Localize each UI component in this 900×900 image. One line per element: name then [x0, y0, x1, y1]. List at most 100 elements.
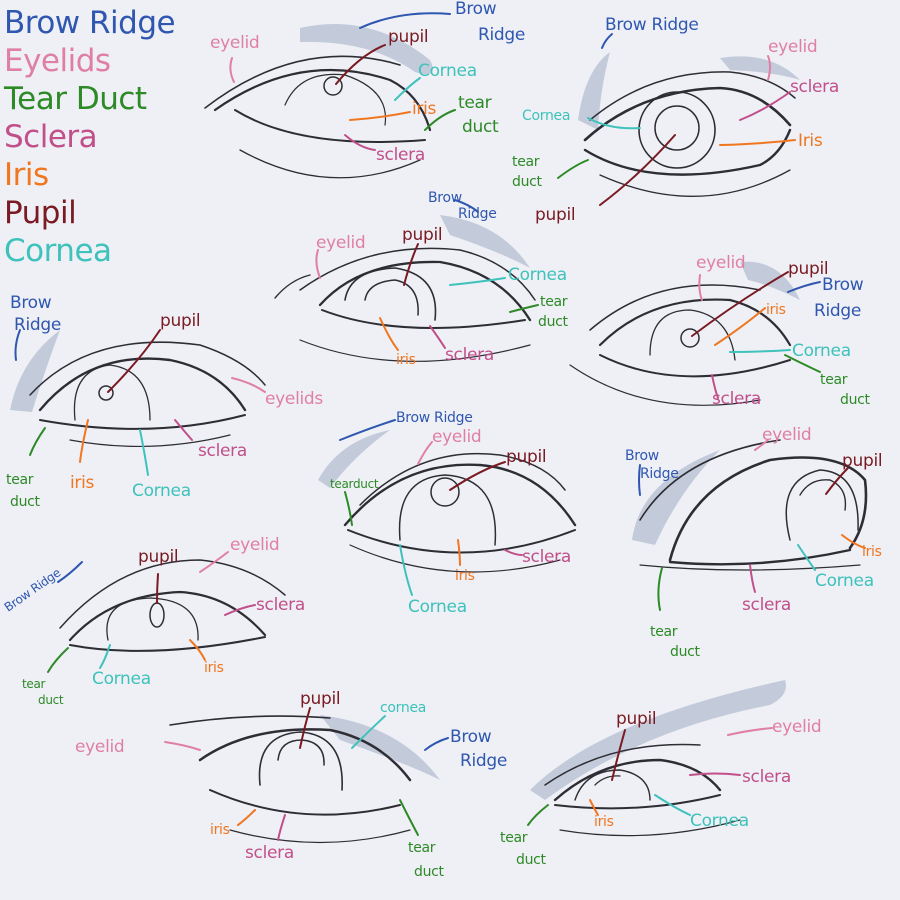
pupil-arc	[364, 279, 419, 316]
eye5-tear-label-1: tear	[820, 372, 848, 388]
brow-shadow	[632, 450, 720, 545]
brow-leader	[339, 419, 396, 441]
eye10-iris-label: iris	[594, 814, 614, 830]
brow-leader	[601, 33, 613, 49]
pupil-circle	[680, 328, 700, 348]
upper-eyelid	[68, 590, 267, 642]
eye8-eyelid-label: eyelid	[230, 535, 279, 555]
eye9-brow-label-1: Brow	[450, 727, 492, 747]
upper-eyelid	[213, 68, 432, 132]
cornea-leader	[449, 277, 506, 286]
lower-eyelid	[583, 128, 792, 176]
iris-circle	[638, 91, 716, 169]
lid-crease	[544, 743, 701, 786]
sclera-leader	[174, 419, 193, 441]
iris-leader	[841, 534, 866, 549]
eye-drawing-2: Brow Ridge eyelid sclera Cornea Iris tea…	[512, 15, 839, 225]
iris-leader	[349, 111, 411, 121]
brow-leader	[57, 561, 83, 583]
lower-eyelid	[554, 794, 721, 810]
eye1-brow-label-1: Brow	[455, 0, 497, 19]
iris-leader	[589, 799, 599, 816]
cornea-leader	[139, 429, 149, 476]
eye7-brow-label-1: Brow	[625, 448, 659, 464]
eye9-tear-label-1: tear	[408, 840, 436, 856]
eye8-sclera-label: sclera	[256, 595, 305, 615]
tear-leader	[29, 427, 46, 456]
under-eye	[69, 434, 231, 447]
eye2-pupil-label: pupil	[535, 205, 575, 225]
iris-outline	[73, 364, 151, 421]
sclera-leader	[739, 91, 791, 121]
upper-eyelid	[598, 298, 792, 347]
lid-crease	[589, 71, 796, 121]
sclera-leader	[277, 814, 286, 841]
eye10-tear-label-1: tear	[500, 830, 528, 846]
eye6-eyelid-label: eyelid	[432, 427, 481, 447]
sclera-leader	[504, 549, 523, 556]
tear-leader	[424, 109, 456, 131]
lid-crease	[299, 247, 536, 301]
legend-iris: Iris	[4, 157, 49, 193]
eyelid-leader	[231, 377, 266, 393]
iris-outline	[785, 469, 859, 541]
iris-outline	[398, 474, 497, 546]
sclera-leader	[689, 772, 741, 776]
eye1-sclera-label: sclera	[376, 145, 425, 165]
eye-drawing-7: Brow Ridge eyelid pupil iris Cornea scle…	[625, 425, 883, 660]
eye2-eyelid-label: eyelid	[768, 37, 817, 57]
eye3-iris-label: iris	[396, 352, 416, 368]
eyelid-leader	[727, 727, 773, 736]
brow-leader	[424, 737, 449, 751]
brow-shadow	[740, 261, 800, 300]
cornea-leader	[351, 715, 386, 749]
eye-drawing-4: Brow Ridge pupil eyelids sclera tear duc…	[6, 293, 324, 510]
eye7-sclera-label: sclera	[742, 595, 791, 615]
eye1-eyelid-label: eyelid	[210, 33, 259, 53]
eye1-tear-label-2: duct	[462, 117, 499, 137]
pupil-circle	[323, 76, 343, 96]
eye4-brow-label-1: Brow	[10, 293, 52, 313]
eye7-cornea-label: Cornea	[815, 571, 874, 591]
eye4-tear-label-1: tear	[6, 472, 34, 488]
lower-eyelid	[599, 354, 791, 378]
legend-sclera: Sclera	[4, 119, 98, 155]
eye2-iris-label: Iris	[798, 131, 823, 151]
under-eye	[239, 149, 421, 179]
eye1-iris-label: iris	[412, 99, 437, 119]
brow-leader	[14, 329, 21, 361]
upper-eyelid	[553, 758, 722, 802]
iris-leader	[189, 639, 206, 661]
eye3-sclera-label: sclera	[445, 345, 494, 365]
eye1-cornea-label: Cornea	[418, 61, 477, 81]
eye-drawing-8: Brow Ridge pupil eyelid sclera iris tear…	[2, 535, 306, 707]
eye9-brow-label-2: Ridge	[460, 751, 507, 771]
brow-shadow	[440, 215, 530, 268]
eye3-brow-label-2: Ridge	[458, 206, 497, 222]
eye1-pupil-label: pupil	[388, 27, 428, 47]
lid-crease	[29, 341, 266, 396]
lower-eyelid	[234, 109, 426, 143]
eye9-sclera-label: sclera	[245, 843, 294, 863]
legend-cornea: Cornea	[4, 233, 112, 269]
lid-crease	[589, 284, 761, 331]
brow-leader	[638, 464, 641, 496]
eye4-pupil-label: pupil	[160, 311, 200, 331]
pupil-ellipse	[149, 602, 165, 628]
lid-crease	[359, 452, 566, 506]
pupil-arc	[799, 479, 847, 511]
eyelid-leader	[164, 741, 201, 751]
iris-leader	[79, 419, 89, 463]
eye2-cornea-label: Cornea	[522, 108, 570, 124]
cornea-leader	[394, 77, 421, 101]
eyelid-leader	[698, 274, 703, 301]
eye8-tear-label-2: duct	[38, 693, 64, 707]
eye3-tear-label-1: tear	[540, 294, 568, 310]
eye7-eyelid-label: eyelid	[762, 425, 811, 445]
sclera-leader	[224, 604, 256, 616]
brow-shadow	[578, 52, 610, 130]
lower-eyelid	[347, 529, 576, 554]
eye6-sclera-label: sclera	[522, 547, 571, 567]
under-eye	[639, 564, 861, 571]
